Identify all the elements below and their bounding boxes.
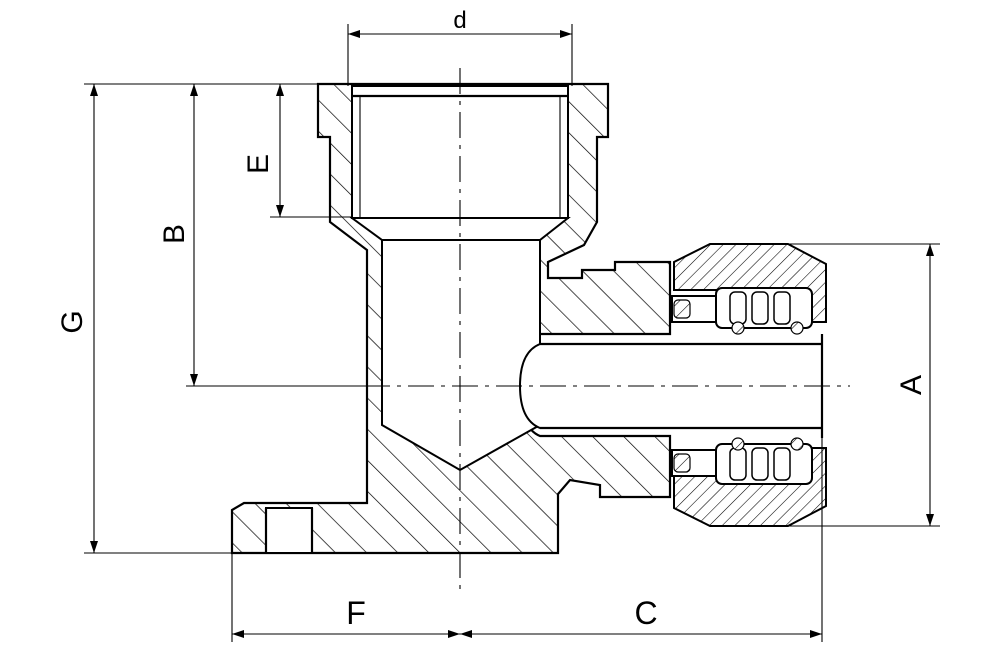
dimension-C-label: C: [634, 595, 657, 631]
ferrule-section: [540, 287, 824, 485]
dimension-d: d: [347, 7, 573, 86]
dimension-E-label: E: [242, 154, 275, 174]
dimension-C: C: [460, 438, 823, 642]
dimension-G: G: [56, 84, 232, 554]
fitting-body-section: [230, 82, 823, 555]
dimension-F-label: F: [346, 595, 366, 631]
dimension-B-label: B: [158, 224, 191, 244]
dimension-F: F: [231, 553, 460, 642]
dimension-G-label: G: [56, 310, 89, 333]
dimension-A: A: [788, 243, 940, 527]
dimension-A-label: A: [895, 375, 928, 395]
dimension-d-label: d: [453, 7, 466, 34]
dimension-B: B: [84, 83, 382, 387]
